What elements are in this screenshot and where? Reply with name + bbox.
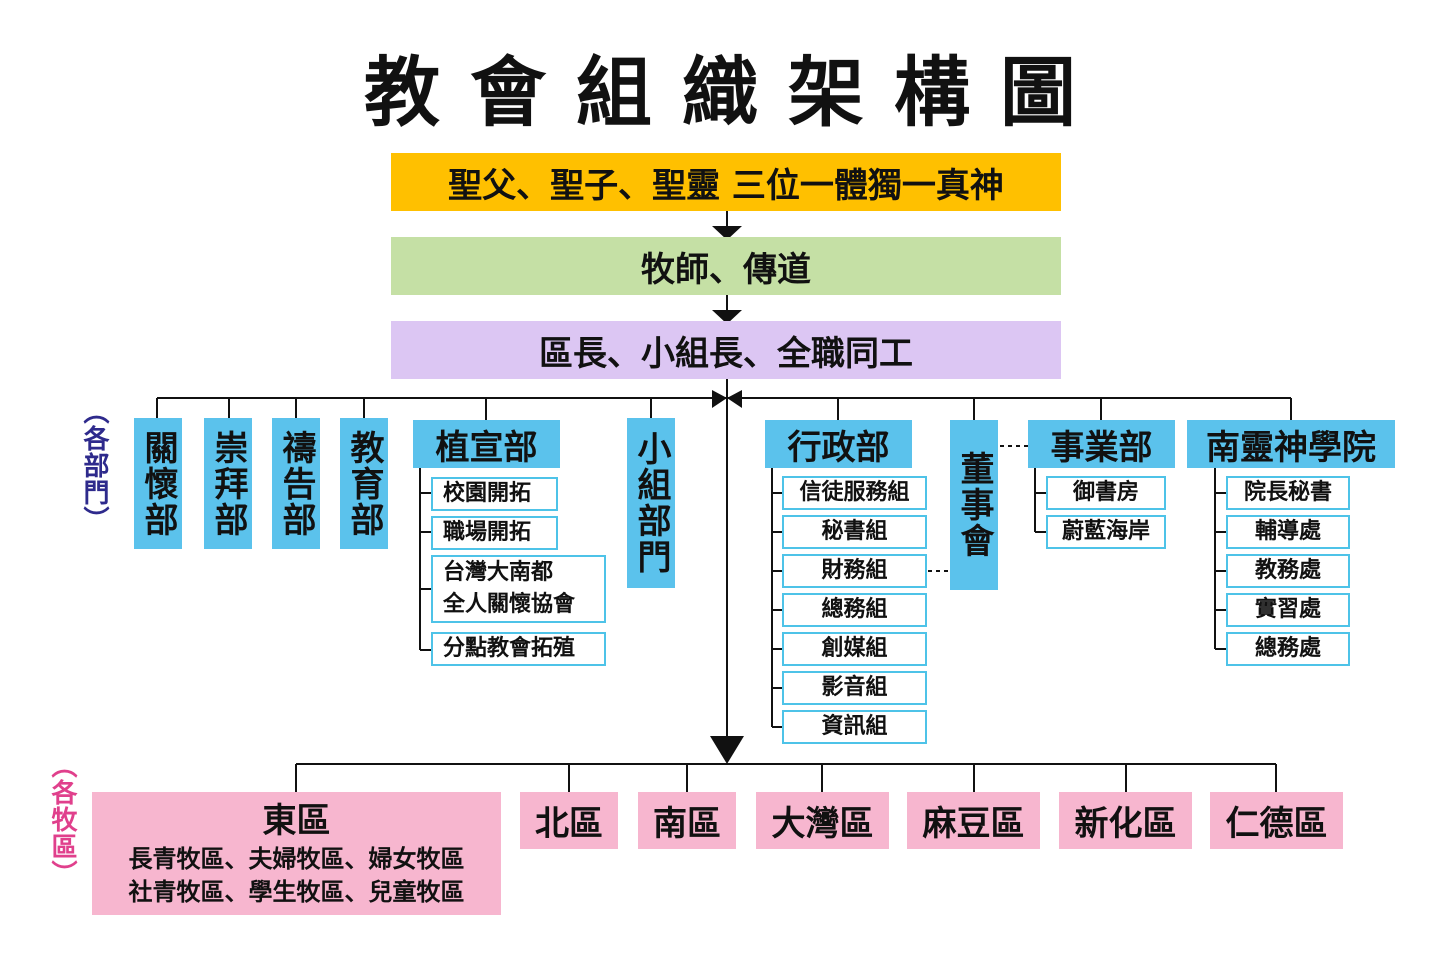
seminary-sub-item: 院長秘書 bbox=[1226, 476, 1350, 510]
side-label-departments: （各部門） bbox=[79, 398, 109, 533]
dept-care: 關懷部 bbox=[134, 418, 182, 549]
district-east-name: 東區 bbox=[262, 800, 331, 841]
level-trinity: 聖父、聖子、聖靈 三位一體獨一真神 bbox=[391, 153, 1061, 211]
admin-sub-item: 總務組 bbox=[782, 593, 927, 627]
seminary-sub-item: 輔導處 bbox=[1226, 515, 1350, 549]
dept-cell-group: 小組部門 bbox=[627, 418, 675, 588]
admin-sub-item: 秘書組 bbox=[782, 515, 927, 549]
district-xinhua: 新化區 bbox=[1059, 792, 1192, 849]
side-label-districts: （各牧區） bbox=[47, 752, 77, 887]
district-madou: 麻豆區 bbox=[907, 792, 1040, 849]
business-sub-item: 御書房 bbox=[1046, 476, 1166, 510]
dept-business: 事業部 bbox=[1028, 420, 1175, 468]
planting-sub-item: 校園開拓 bbox=[431, 477, 558, 511]
admin-sub-item: 財務組 bbox=[782, 554, 927, 588]
dept-board: 董事會 bbox=[950, 420, 998, 590]
admin-sub-item: 創媒組 bbox=[782, 632, 927, 666]
district-north: 北區 bbox=[520, 792, 618, 849]
district-east-line2: 社青牧區、學生牧區、兒童牧區 bbox=[128, 877, 465, 906]
level-leaders: 區長、小組長、全職同工 bbox=[391, 321, 1061, 379]
level-pastors: 牧師、傳道 bbox=[391, 237, 1061, 295]
admin-sub-item: 資訊組 bbox=[782, 710, 927, 744]
seminary-sub-item: 教務處 bbox=[1226, 554, 1350, 588]
planting-sub-item: 職場開拓 bbox=[431, 516, 558, 550]
business-sub-item: 蔚藍海岸 bbox=[1046, 515, 1166, 549]
district-south: 南區 bbox=[638, 792, 736, 849]
district-rende: 仁德區 bbox=[1210, 792, 1343, 849]
seminary-sub-item: 實習處 bbox=[1226, 593, 1350, 627]
dept-seminary: 南靈神學院 bbox=[1187, 420, 1395, 468]
admin-sub-item: 影音組 bbox=[782, 671, 927, 705]
planting-sub-item: 台灣大南都 全人關懷協會 bbox=[431, 555, 606, 623]
seminary-sub-item: 總務處 bbox=[1226, 632, 1350, 666]
district-east: 東區 長青牧區、夫婦牧區、婦女牧區 社青牧區、學生牧區、兒童牧區 bbox=[92, 792, 501, 915]
district-dawan: 大灣區 bbox=[756, 792, 889, 849]
district-east-line1: 長青牧區、夫婦牧區、婦女牧區 bbox=[128, 844, 465, 873]
page-title: 教會組織架構圖 bbox=[364, 48, 1106, 137]
dept-prayer: 禱告部 bbox=[272, 418, 320, 549]
dept-education: 教育部 bbox=[340, 418, 388, 549]
dept-worship: 崇拜部 bbox=[204, 418, 252, 549]
dept-admin: 行政部 bbox=[765, 420, 912, 468]
planting-sub-item: 分點教會拓殖 bbox=[431, 632, 606, 666]
admin-sub-item: 信徒服務組 bbox=[782, 476, 927, 510]
dept-planting: 植宣部 bbox=[413, 420, 560, 468]
